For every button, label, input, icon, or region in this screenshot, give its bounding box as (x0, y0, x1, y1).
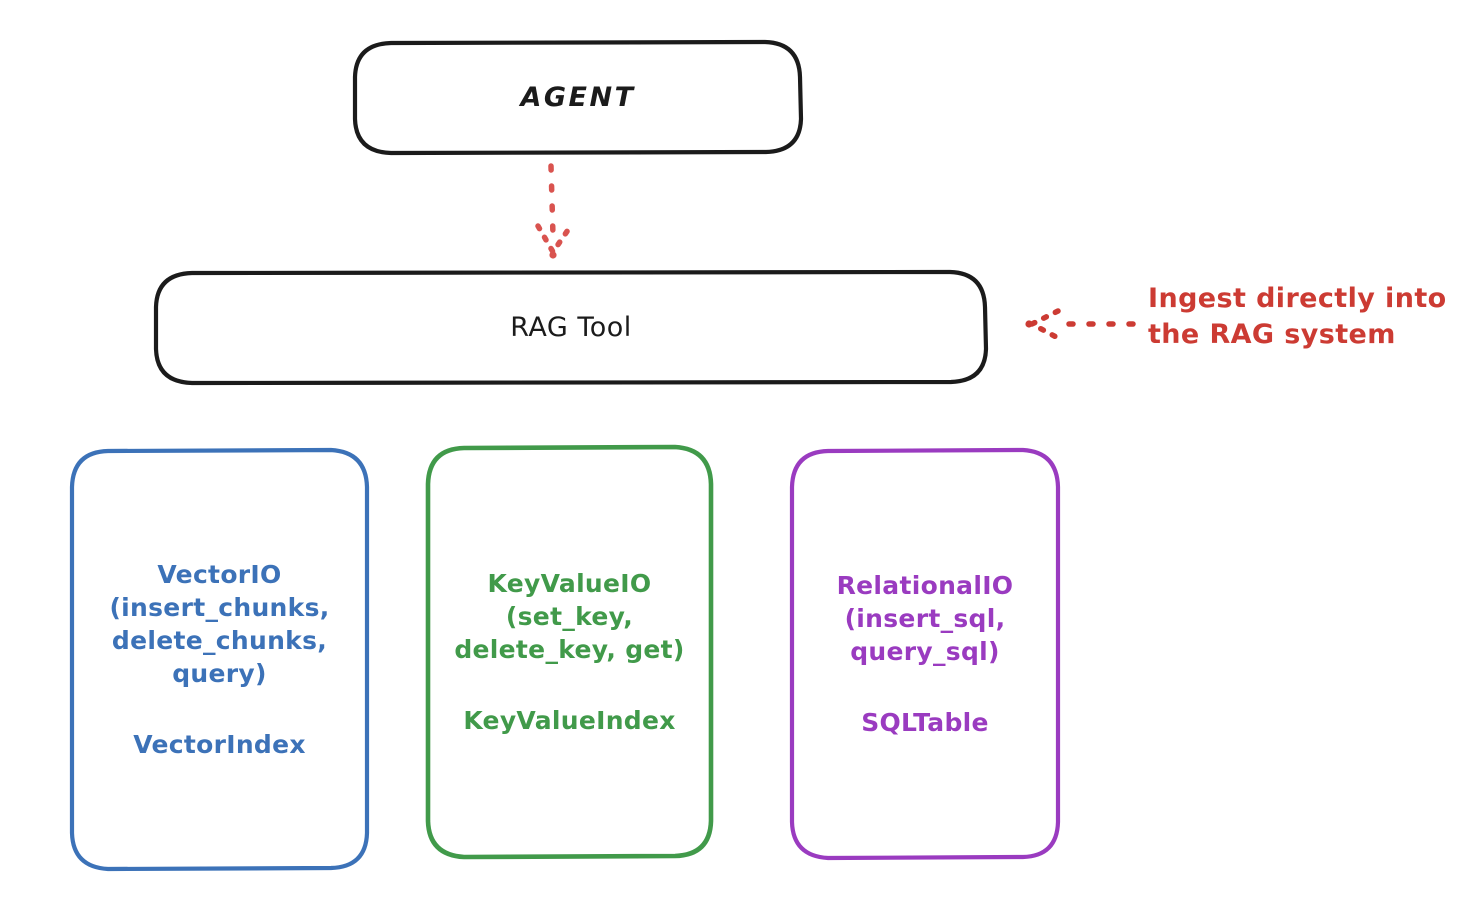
node-sql-table-label: SQLTable (861, 708, 989, 737)
agent-to-rag-connector (535, 163, 573, 259)
node-key-value-io[interactable]: KeyValueIO (set_key, delete_key, get) Ke… (428, 447, 711, 857)
node-key-value-index-label: KeyValueIndex (463, 706, 676, 735)
node-rag-tool-label: RAG Tool (510, 311, 632, 343)
node-relational-io[interactable]: RelationalIO (insert_sql, query_sql) SQL… (792, 450, 1058, 858)
vector-io-box-outline (69, 447, 370, 872)
rag-tool-box-outline (153, 269, 989, 386)
node-rag-tool[interactable]: RAG Tool (156, 272, 986, 383)
relational-io-box-outline (789, 447, 1061, 861)
node-vector-io-label: VectorIO (insert_chunks, delete_chunks, … (109, 560, 330, 688)
node-agent-label: AGENT (520, 81, 636, 113)
node-agent[interactable]: AGENT (355, 42, 801, 153)
node-vector-index-label: VectorIndex (133, 730, 306, 759)
node-vector-io[interactable]: VectorIO (insert_chunks, delete_chunks, … (72, 450, 367, 869)
agent-box-outline (352, 39, 804, 156)
ingest-annotation-text: Ingest directly into the RAG system (1148, 283, 1447, 350)
key-value-io-box-outline (425, 444, 714, 860)
ingest-arrow-connector (1025, 308, 1136, 341)
node-key-value-io-label: KeyValueIO (set_key, delete_key, get) (454, 569, 685, 664)
node-relational-io-label: RelationalIO (insert_sql, query_sql) (836, 571, 1014, 666)
